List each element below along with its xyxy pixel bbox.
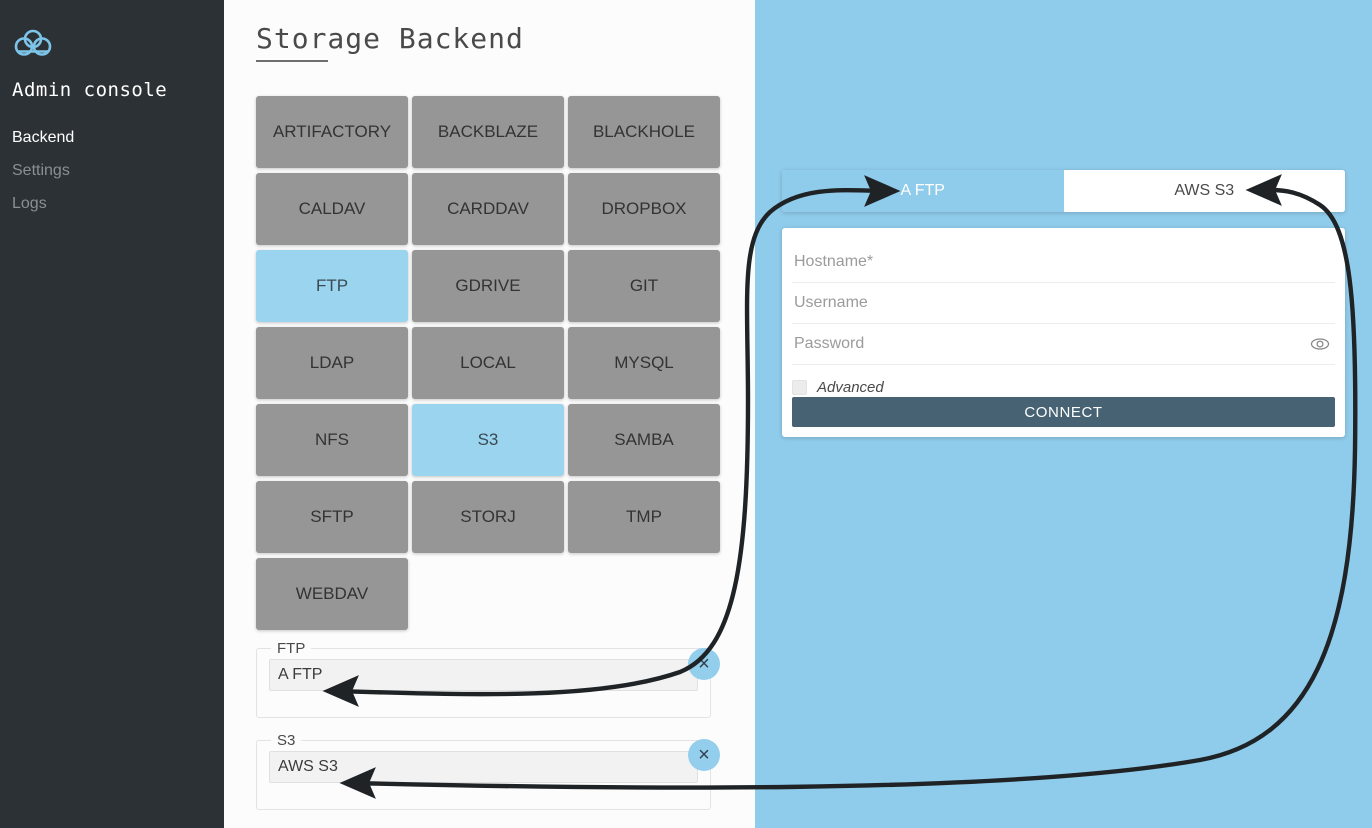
backend-tile-local[interactable]: LOCAL xyxy=(412,327,564,399)
backend-tile-ftp[interactable]: FTP xyxy=(256,250,408,322)
backend-tile-nfs[interactable]: NFS xyxy=(256,404,408,476)
backend-tile-carddav[interactable]: CARDDAV xyxy=(412,173,564,245)
backend-tile-caldav[interactable]: CALDAV xyxy=(256,173,408,245)
backend-config-legend: S3 xyxy=(271,732,302,749)
backend-tile-storj[interactable]: STORJ xyxy=(412,481,564,553)
backend-tile-dropbox[interactable]: DROPBOX xyxy=(568,173,720,245)
eye-icon[interactable] xyxy=(1309,333,1331,355)
sidebar: Admin console Backend Settings Logs xyxy=(0,0,224,828)
backend-tile-gdrive[interactable]: GDRIVE xyxy=(412,250,564,322)
tab-aws-s3[interactable]: AWS S3 xyxy=(1063,170,1345,212)
backend-label-input[interactable] xyxy=(269,659,698,691)
remove-backend-ftp-button[interactable]: × xyxy=(688,648,720,680)
username-input[interactable] xyxy=(792,283,1335,322)
backend-config-legend: FTP xyxy=(271,640,312,657)
backend-tile-backblaze[interactable]: BACKBLAZE xyxy=(412,96,564,168)
backend-config-s3: S3 xyxy=(256,732,711,810)
username-field-row xyxy=(792,283,1335,324)
hostname-input[interactable] xyxy=(792,242,1335,281)
sidebar-item-logs[interactable]: Logs xyxy=(12,195,47,212)
password-field-row xyxy=(792,324,1335,365)
backend-tile-blackhole[interactable]: BLACKHOLE xyxy=(568,96,720,168)
tab-a-ftp[interactable]: A FTP xyxy=(782,170,1064,212)
advanced-checkbox[interactable] xyxy=(792,379,807,395)
advanced-label: Advanced xyxy=(817,378,884,396)
backend-tile-git[interactable]: GIT xyxy=(568,250,720,322)
backend-tile-webdav[interactable]: WEBDAV xyxy=(256,558,408,630)
cloud-logo-icon xyxy=(12,24,54,64)
backend-tile-samba[interactable]: SAMBA xyxy=(568,404,720,476)
connect-button[interactable]: CONNECT xyxy=(792,397,1335,427)
page-title: Storage Backend xyxy=(256,22,524,55)
backend-tile-tmp[interactable]: TMP xyxy=(568,481,720,553)
sidebar-item-backend[interactable]: Backend xyxy=(12,129,75,146)
backend-label-input[interactable] xyxy=(269,751,698,783)
backend-tile-ldap[interactable]: LDAP xyxy=(256,327,408,399)
app-title: Admin console xyxy=(12,79,168,101)
password-input[interactable] xyxy=(792,324,1335,363)
page-title-underline xyxy=(256,60,328,62)
backend-tile-mysql[interactable]: MYSQL xyxy=(568,327,720,399)
backend-config-ftp: FTP xyxy=(256,640,711,718)
backend-tile-sftp[interactable]: SFTP xyxy=(256,481,408,553)
remove-backend-s3-button[interactable]: × xyxy=(688,739,720,771)
connection-form-card: Advanced CONNECT xyxy=(782,228,1345,437)
sidebar-item-settings[interactable]: Settings xyxy=(12,162,70,179)
configured-backends-list: FTP S3 xyxy=(256,640,711,828)
hostname-field-row xyxy=(792,242,1335,283)
backend-tile-artifactory[interactable]: ARTIFACTORY xyxy=(256,96,408,168)
backend-tile-s3[interactable]: S3 xyxy=(412,404,564,476)
